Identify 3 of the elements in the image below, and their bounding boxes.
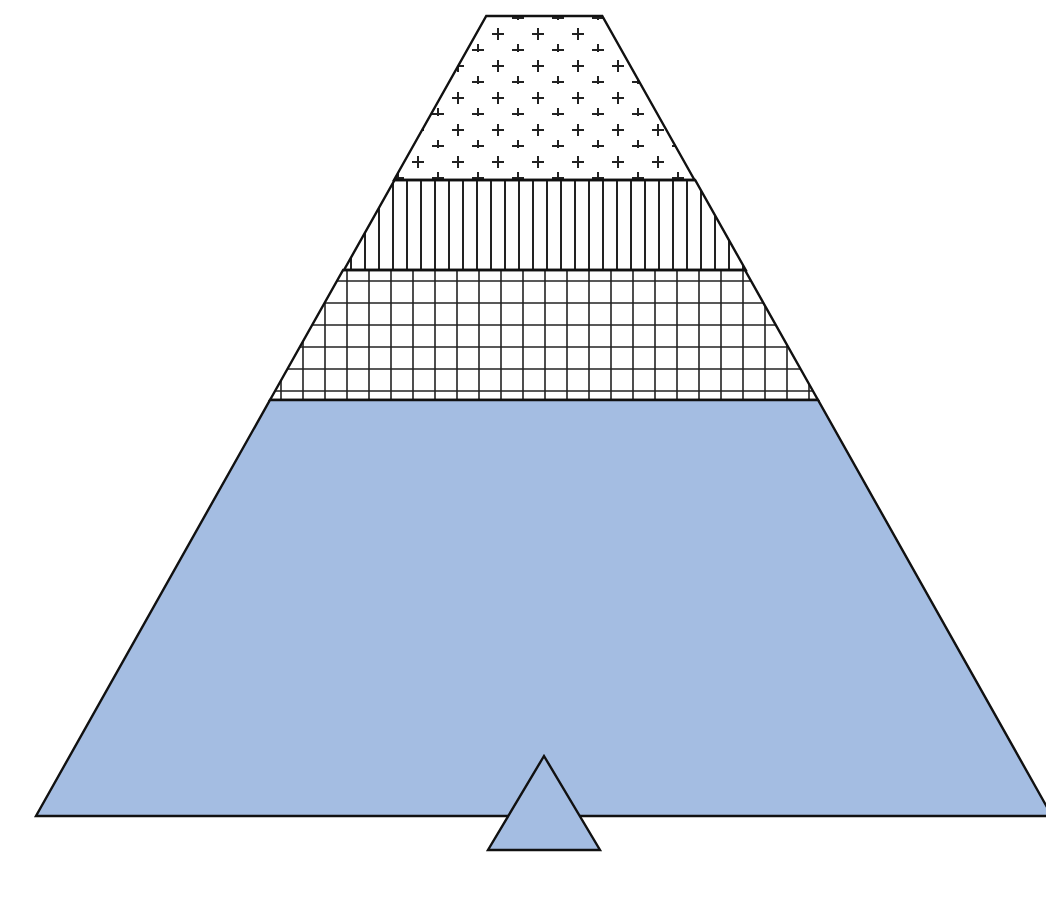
plus-pattern-band xyxy=(393,16,695,180)
base-band xyxy=(36,400,1046,816)
small-triangle xyxy=(488,756,600,850)
